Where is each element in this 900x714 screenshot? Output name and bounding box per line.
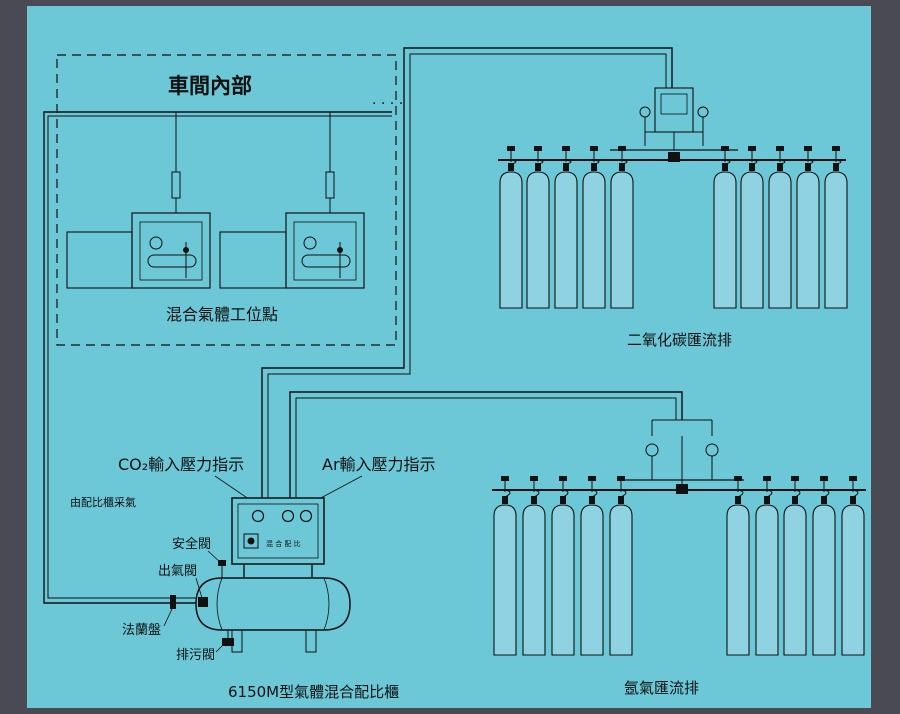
gas-cylinder-icon (499, 146, 523, 309)
pressure-gauge-icon (149, 236, 163, 250)
workshop-interior-zone: 車間內部 · · · · 混合氣體工位 (56, 54, 403, 346)
ar-cylinder-group-right (726, 476, 865, 656)
supply-note-label: 由配比櫃采氣 (70, 495, 136, 509)
ar-manifold-label: 氬氣匯流排 (624, 679, 699, 697)
gas-cylinder-icon (740, 146, 764, 309)
valve-icon (198, 597, 208, 607)
gas-cylinder-icon (713, 146, 737, 309)
gas-cylinder-icon (783, 476, 807, 656)
gas-cylinder-icon (796, 146, 820, 309)
pressure-gauge-icon (303, 236, 317, 250)
pressure-gauge-icon (281, 509, 295, 523)
flange-label: 法蘭盤 (122, 622, 161, 638)
co2-gauge-label: CO₂輸入壓力指示 (118, 455, 244, 474)
gas-cylinder-icon (841, 476, 865, 656)
ar-cylinder-group-left (493, 476, 633, 656)
ar-manifold: 氬氣匯流排 (492, 419, 866, 697)
gas-cylinder-icon (726, 476, 750, 656)
safety-valve-label: 安全閥 (172, 536, 211, 552)
gas-cylinder-icon (493, 476, 517, 656)
gas-cylinder-icon (824, 146, 848, 309)
gas-cylinder-icon (554, 146, 578, 309)
ar-gauge-label: Ar輸入壓力指示 (322, 455, 436, 474)
gas-cylinder-icon (755, 476, 779, 656)
gas-cylinder-icon (768, 146, 792, 309)
gas-cylinder-icon (610, 146, 634, 309)
gas-cylinder-icon (526, 146, 550, 309)
pressure-gauge-icon (299, 509, 313, 523)
gas-cylinder-icon (582, 146, 606, 309)
co2-cylinder-group-left (499, 146, 634, 309)
cabinet-label: 6150M型氣體混合配比櫃 (228, 683, 399, 701)
workstation-1 (66, 112, 211, 289)
gas-cylinder-icon (609, 476, 633, 656)
valve-icon (222, 638, 234, 646)
valve-icon (218, 560, 226, 566)
mixing-cabinet: CO₂輸入壓力指示 Ar輸入壓力指示 由配比櫃采氣 混 合 配 比 (70, 455, 436, 701)
gas-cylinder-icon (551, 476, 575, 656)
main-piping (43, 47, 683, 604)
gas-cylinder-icon (580, 476, 604, 656)
co2-manifold: 二氧化碳匯流排 (498, 87, 848, 349)
cabinet-text: 混 合 配 比 (266, 539, 301, 548)
cabinet-body (231, 497, 325, 565)
co2-manifold-label: 二氧化碳匯流排 (627, 331, 732, 349)
valve-icon (668, 152, 680, 162)
drain-valve-label: 排污閥 (176, 648, 215, 663)
workshop-interior-label: 車間內部 (168, 74, 252, 98)
pressure-gauge-icon (251, 509, 265, 523)
gas-cylinder-icon (522, 476, 546, 656)
workstations-label: 混合氣體工位點 (166, 305, 278, 324)
workstation-2 (219, 112, 365, 289)
co2-cylinder-group-right (713, 146, 848, 309)
gas-cylinder-icon (812, 476, 836, 656)
valve-icon (676, 484, 688, 494)
flange-icon (170, 595, 176, 609)
outlet-valve-label: 出氣閥 (158, 564, 197, 579)
continuation-dots: · · · · (372, 96, 403, 112)
